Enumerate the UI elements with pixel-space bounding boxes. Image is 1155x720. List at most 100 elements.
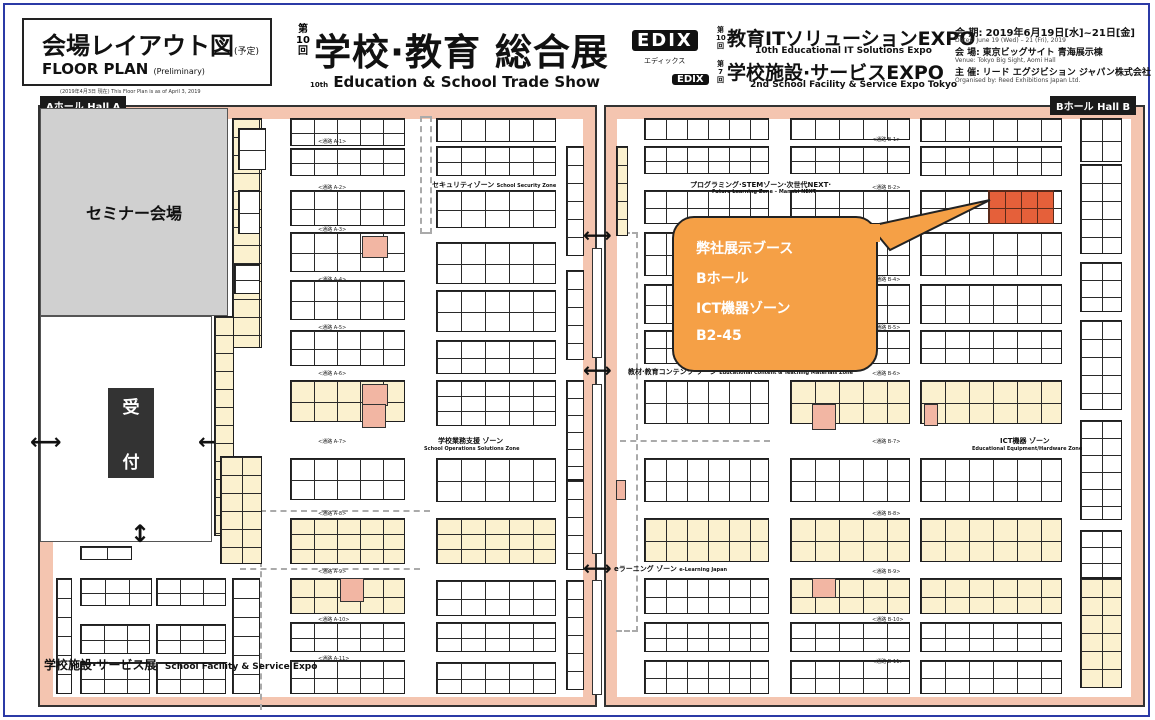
booth-block[interactable] <box>436 118 556 142</box>
booth-block[interactable] <box>920 458 1062 502</box>
aisle-label-b: <通路 B-8> <box>872 511 901 517</box>
school-facility-label: 学校施設·サービス展 School Facility & Service Exp… <box>44 658 318 672</box>
booth-block[interactable] <box>436 580 556 616</box>
zone-label-ict-en: Educational Equipment/Hardware Zone <box>972 446 1083 452</box>
booth-block[interactable] <box>436 662 556 694</box>
booth-block[interactable] <box>1080 118 1122 162</box>
booth-block[interactable] <box>436 290 556 332</box>
aisle-label-a: <通路 A-8> <box>318 511 347 517</box>
booth-block[interactable] <box>436 146 556 176</box>
booth-block[interactable] <box>290 458 405 500</box>
special-booth[interactable] <box>812 578 836 598</box>
aisle-label-b: <通路 B-9> <box>872 569 901 575</box>
booth-block[interactable] <box>920 118 1062 142</box>
booth-block[interactable] <box>644 660 769 694</box>
booth-block[interactable] <box>234 264 260 294</box>
callout-pointer <box>868 199 991 252</box>
booth-block[interactable] <box>156 624 226 654</box>
booth-block[interactable] <box>1080 164 1122 254</box>
booth-block[interactable] <box>790 146 910 174</box>
booth-block[interactable] <box>790 518 910 562</box>
callout-line-4: B2-45 <box>696 328 742 344</box>
booth-block[interactable] <box>566 270 584 360</box>
reception-desk: 受付 <box>108 388 154 478</box>
booth-block[interactable] <box>436 242 556 284</box>
booth-block[interactable] <box>436 340 556 374</box>
booth-block[interactable] <box>920 578 1062 614</box>
booth-block[interactable] <box>436 622 556 652</box>
special-booth[interactable] <box>362 236 388 258</box>
hall-connector-2 <box>592 384 602 554</box>
booth-block[interactable] <box>290 622 405 652</box>
booth-block[interactable] <box>1080 262 1122 312</box>
booth-block[interactable] <box>56 578 72 694</box>
aisle-label-a: <通路 A-11> <box>318 656 350 662</box>
booth-block[interactable] <box>920 284 1062 324</box>
special-booth[interactable] <box>616 480 626 500</box>
booth-block[interactable] <box>156 662 226 694</box>
booth-block[interactable] <box>644 458 769 502</box>
booth-block[interactable] <box>238 190 260 234</box>
booth-block[interactable] <box>920 330 1062 364</box>
booth-block[interactable] <box>644 622 769 652</box>
booth-block[interactable] <box>644 518 769 562</box>
special-booth[interactable] <box>340 578 364 602</box>
booth-block[interactable] <box>920 380 1062 424</box>
special-booth[interactable] <box>362 404 386 428</box>
booth-block[interactable] <box>436 380 556 426</box>
booth-block[interactable] <box>920 146 1062 176</box>
edix-logo-small: EDIX <box>672 74 709 85</box>
booth-block[interactable] <box>644 578 769 614</box>
booth-block[interactable] <box>1080 530 1122 578</box>
info-organizer: 主 催: リード エグジビション ジャパン株式会社 <box>955 68 1151 78</box>
booth-block[interactable] <box>790 458 910 502</box>
booth-block[interactable] <box>920 660 1062 694</box>
booth-block[interactable] <box>436 458 556 502</box>
booth-block[interactable] <box>920 622 1062 652</box>
booth-block[interactable] <box>290 118 405 146</box>
booth-block[interactable] <box>566 380 584 480</box>
booth-block[interactable] <box>644 118 769 140</box>
booth-block[interactable] <box>290 148 405 176</box>
booth-block[interactable] <box>80 662 150 694</box>
main-title: 学校·教育 総合展 <box>314 31 609 74</box>
special-booth[interactable] <box>362 384 388 406</box>
booth-block[interactable] <box>290 660 405 694</box>
booth-block[interactable] <box>290 190 405 226</box>
booth-block[interactable] <box>232 578 260 694</box>
booth-block[interactable] <box>220 456 262 564</box>
booth-block[interactable] <box>436 190 556 228</box>
zone-label-elearning: eラーニング ゾーン e-Learning Japan <box>614 565 728 573</box>
booth-block[interactable] <box>644 146 769 174</box>
our-booth-b2-45[interactable] <box>988 190 1054 224</box>
booth-block[interactable] <box>920 232 1062 276</box>
booth-block[interactable] <box>436 518 556 564</box>
booth-block[interactable] <box>790 578 910 614</box>
booth-block[interactable] <box>566 480 584 570</box>
booth-block[interactable] <box>290 280 405 320</box>
booth-block[interactable] <box>790 380 910 424</box>
booth-block[interactable] <box>80 578 152 606</box>
booth-block[interactable] <box>80 546 132 560</box>
booth-block[interactable] <box>156 578 226 606</box>
special-booth[interactable] <box>812 404 836 430</box>
booth-block[interactable] <box>566 146 584 256</box>
callout-line-3: ICT機器ゾーン <box>696 301 791 317</box>
booth-block[interactable] <box>644 380 769 424</box>
booth-block[interactable] <box>616 146 628 236</box>
booth-block[interactable] <box>790 118 910 140</box>
booth-block[interactable] <box>238 128 266 170</box>
booth-block[interactable] <box>1080 578 1122 688</box>
booth-block[interactable] <box>790 660 910 694</box>
zone-label-ict: ICT機器 ゾーン <box>1000 437 1050 445</box>
booth-block[interactable] <box>566 580 584 690</box>
booth-block[interactable] <box>790 622 910 652</box>
booth-block[interactable] <box>1080 320 1122 410</box>
special-booth[interactable] <box>924 404 938 426</box>
booth-block[interactable] <box>1080 420 1122 520</box>
booth-block[interactable] <box>920 518 1062 562</box>
booth-block[interactable] <box>80 624 150 654</box>
booth-block[interactable] <box>290 330 405 366</box>
booth-block[interactable] <box>290 518 405 564</box>
entrance-arrow-left: ⟷ <box>30 430 62 455</box>
